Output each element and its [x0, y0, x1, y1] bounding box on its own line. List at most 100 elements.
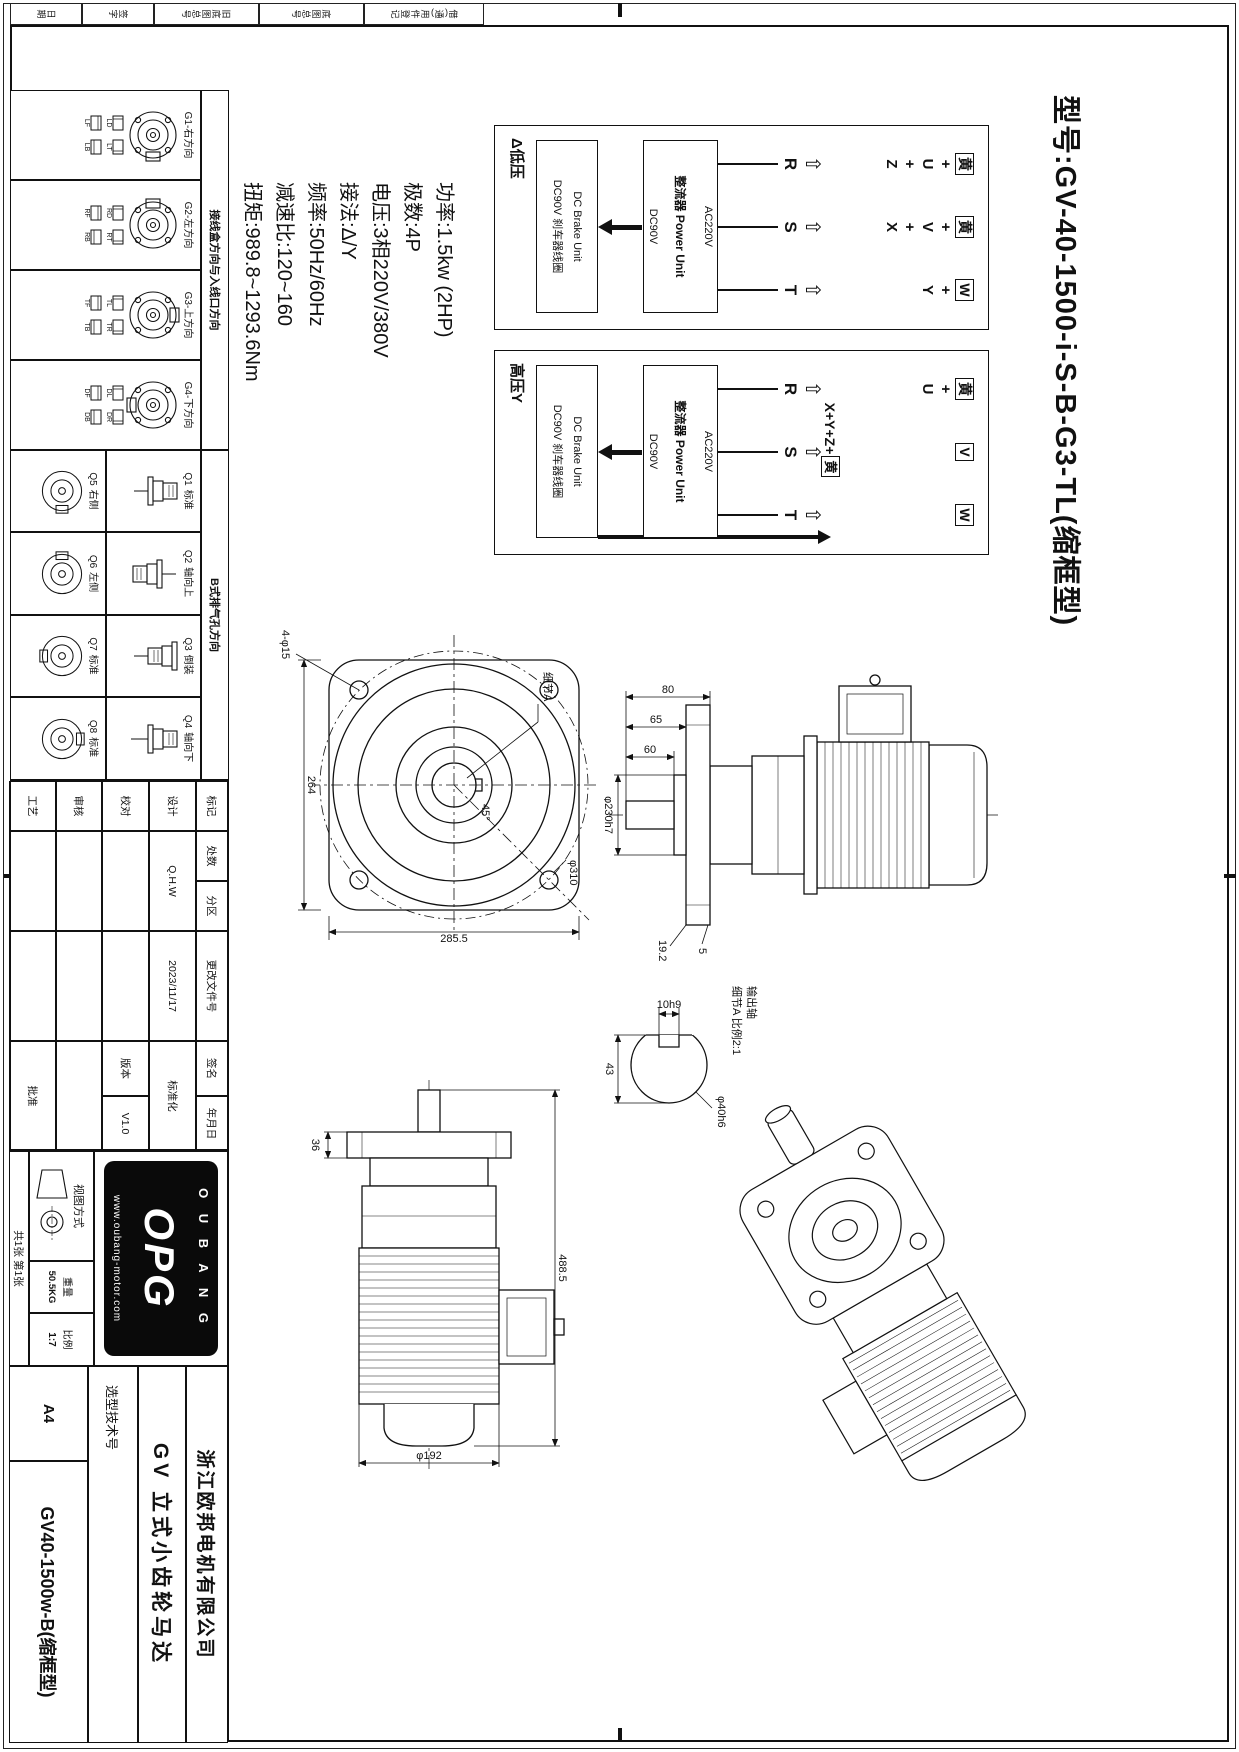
motor-face-icon — [41, 550, 83, 594]
terminal-label: W — [955, 279, 974, 301]
weight-label: 重量 — [61, 1277, 73, 1297]
phase-label: T — [781, 509, 800, 521]
terminal-label: X — [883, 221, 900, 232]
terminal-label: + — [937, 159, 954, 169]
wiring-diagram-low-voltage: 黄 + U + Z ⇧ R 黄 + V + X ⇧ S W — [494, 125, 989, 330]
terminal-label: U — [919, 383, 936, 395]
q2-id: Q2 — [182, 549, 193, 564]
terminal-stack: 黄 + U + Z — [856, 153, 974, 175]
wire-line — [718, 388, 778, 390]
dim-label: 488.5 — [556, 1254, 568, 1282]
g1-label: G1-右方向 — [182, 111, 193, 159]
junction-box-icon — [90, 229, 102, 245]
q6-id: Q6 — [87, 554, 98, 569]
q4-id: Q4 — [182, 714, 193, 729]
rev-cell-empty — [56, 931, 102, 1041]
spec-line: 频率:50Hz/60Hz — [305, 182, 327, 327]
phase-arrow-icon: ⇧ — [801, 155, 823, 173]
selection-tech-no-label: 选型技术号 — [88, 1366, 138, 1743]
dim-label: 4-φ15 — [279, 630, 291, 659]
brake-unit: DC Brake Unit DC90V 刹车器线圈 — [536, 365, 598, 538]
wire-line — [718, 163, 778, 165]
rectifier-unit: AC220V 整流器 Power Unit DC90V — [643, 365, 718, 538]
rev-cell-empty — [9, 931, 56, 1041]
weight-cell: 重量 50.5KG — [29, 1261, 94, 1313]
rev-col-header: 处数 — [196, 831, 228, 881]
sub-label: DF — [83, 388, 90, 398]
sub-label: LF — [83, 118, 90, 128]
title-block: O U B A N G OPG www.oubang-motor.com 视图方… — [9, 1150, 229, 1743]
terminal-label: + — [937, 384, 954, 394]
wire-line — [718, 289, 778, 291]
sub-label: RT — [105, 232, 112, 242]
sheet-count-cell: 共1张 第1张 — [9, 1151, 29, 1366]
sub-label: RB — [83, 232, 90, 242]
dim-label: 10h9 — [657, 999, 681, 1011]
version-value: V1.0 — [102, 1096, 149, 1151]
view-isometric — [739, 1105, 1026, 1482]
brake-coil-cn: DC90V 刹车器线圈 — [551, 179, 564, 274]
junction-box-icon — [112, 139, 124, 155]
brake-name-en: DC Brake Unit — [571, 191, 584, 262]
standardization-label: 标准化 — [149, 1041, 196, 1151]
rectifier-name-en: Power Unit — [673, 214, 687, 278]
motor-face-icon — [41, 718, 85, 759]
dc-arrow — [611, 225, 642, 230]
dim-label: φ192 — [416, 1450, 442, 1462]
motor-face-icon — [129, 291, 180, 339]
view-method-cell: 视图方式 — [29, 1151, 94, 1261]
q5-id: Q5 — [87, 472, 98, 486]
rev-cell-empty — [102, 931, 149, 1041]
phase-arrow-icon: ⇧ — [801, 218, 823, 236]
g4-label: G4-下方向 — [182, 381, 193, 429]
phase-label: S — [781, 221, 800, 233]
spec-line: 功率:1.5kw (2HP) — [433, 182, 455, 338]
dim-label: 80 — [662, 684, 674, 696]
terminal-stack: 黄 + U — [856, 378, 974, 400]
margin-block: 签字 — [82, 3, 154, 25]
rectifier-input: AC220V — [702, 431, 714, 472]
spec-line: 扭矩:989.8~1293.6Nm — [241, 182, 263, 382]
motor-face-icon — [39, 635, 83, 677]
q6-label: 左侧 — [87, 572, 98, 593]
junction-box-icon — [90, 139, 102, 155]
process-label: 工艺 — [9, 781, 56, 831]
orientation-q8: Q8标准 — [10, 697, 106, 780]
terminal-label: 黄 — [955, 216, 974, 238]
terminal-stack: W — [856, 504, 974, 526]
q8-label: 标准 — [87, 737, 98, 758]
terminal-label: Z — [883, 159, 900, 169]
rectifier-name-en: Power Unit — [673, 439, 687, 503]
sub-label: TR — [105, 322, 112, 332]
terminal-label: + — [937, 285, 954, 295]
dim-label: 36 — [309, 1139, 321, 1151]
wire-line — [718, 514, 778, 516]
margin-block: 底图总号 — [259, 3, 364, 25]
view-motor-length: 488.5 φ192 36 — [309, 1080, 568, 1470]
sub-label: TB — [83, 322, 90, 332]
phase-column-t: W + Y ⇧ T — [718, 260, 974, 320]
wire-line — [718, 226, 778, 228]
weight-value: 50.5KG — [46, 1270, 58, 1304]
q5-label: 右侧 — [87, 489, 98, 510]
design-label: 设计 — [149, 781, 196, 831]
phase-arrow-icon: ⇧ — [801, 380, 823, 398]
terminal-stack: 黄 + V + X — [856, 216, 974, 238]
dim-label: 19.2 — [656, 940, 668, 961]
rectifier-input: AC220V — [702, 206, 714, 247]
junction-box-icon — [112, 295, 124, 311]
junction-direction-header: 接线盒方向与入线口方向 — [201, 90, 229, 450]
q3-id: Q3 — [182, 637, 193, 651]
version-label: 版本 — [102, 1041, 149, 1096]
junction-box-icon — [90, 385, 102, 401]
phase-arrow-icon: ⇧ — [801, 443, 823, 461]
sub-label: TL — [105, 298, 112, 308]
rectifier-unit: AC220V 整流器 Power Unit DC90V — [643, 140, 718, 313]
sub-label: RF — [83, 208, 90, 218]
junction-box-icon — [90, 319, 102, 335]
